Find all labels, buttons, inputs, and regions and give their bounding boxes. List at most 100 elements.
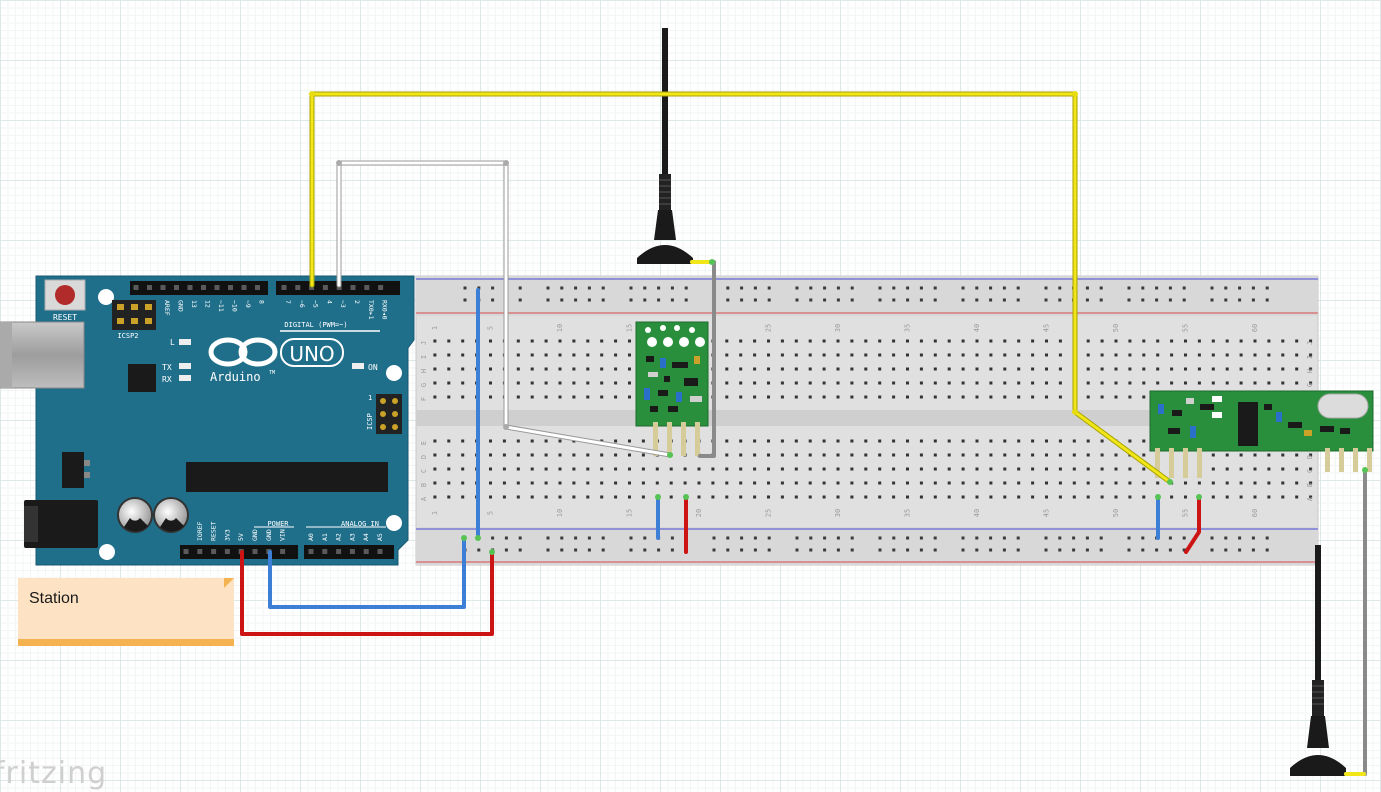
breadboard-hole (1100, 495, 1104, 499)
rail-hole (643, 298, 647, 302)
breadboard-hole (461, 495, 465, 499)
header-socket (228, 285, 233, 290)
wire-red-rx-vcc (1184, 495, 1201, 554)
rail-hole (712, 536, 716, 540)
breadboard-hole (1031, 339, 1035, 343)
breadboard-hole (433, 439, 437, 443)
arduino-logo-icon (208, 337, 278, 367)
breadboard-hole (822, 467, 826, 471)
breadboard-hole (864, 381, 868, 385)
rail-hole (560, 286, 564, 290)
rail-hole (1002, 548, 1006, 552)
breadboard-hole (1295, 381, 1299, 385)
breadboard-hole (836, 495, 840, 499)
rail-hole (753, 536, 757, 540)
breadboard-hole (1045, 481, 1048, 485)
breadboard-hole (767, 495, 770, 499)
rail-hole (1182, 536, 1186, 540)
breadboard-hole (489, 353, 492, 357)
rail-hole (670, 286, 674, 290)
breadboard-hole (1295, 495, 1299, 499)
breadboard-hole (1309, 467, 1313, 471)
column-number: 10 (556, 509, 564, 517)
rail-hole (1099, 298, 1103, 302)
rail-hole (1155, 298, 1159, 302)
breadboard-hole (1309, 367, 1313, 371)
header-socket (322, 285, 328, 290)
breadboard-hole (1170, 339, 1174, 343)
breadboard-hole (725, 395, 729, 399)
rail-hole (518, 548, 522, 552)
breadboard-hole (919, 395, 923, 399)
breadboard-hole (947, 395, 951, 399)
rail-hole (1251, 548, 1255, 552)
power-pin-label: 3V3 (223, 529, 231, 541)
breadboard-hole (1017, 353, 1021, 357)
breadboard-hole (961, 339, 965, 343)
breadboard-hole (1211, 367, 1215, 371)
breadboard-hole (1003, 381, 1007, 385)
row-letter: C (1306, 469, 1314, 473)
rail-hole (961, 298, 965, 302)
station-note[interactable]: Station (18, 578, 234, 646)
rail-hole (892, 548, 896, 552)
breadboard-hole (1017, 495, 1021, 499)
column-number: 1 (431, 326, 439, 330)
breadboard-hole (655, 481, 659, 485)
icsp2-header (112, 300, 156, 330)
breadboard-hole (1100, 339, 1104, 343)
rail-hole (574, 548, 578, 552)
breadboard-hole (1253, 495, 1257, 499)
breadboard-hole (544, 395, 548, 399)
digital-pin-label: ~5 (312, 300, 320, 308)
breadboard-hole (1017, 439, 1021, 443)
rail-hole (1127, 536, 1131, 540)
breadboard-hole (1045, 353, 1048, 357)
breadboard-hole (628, 395, 631, 399)
analog-pin-label: A3 (348, 533, 356, 541)
breadboard-hole (1267, 467, 1271, 471)
breadboard-hole (1295, 453, 1299, 457)
icsp2-label: ICSP2 (117, 332, 138, 340)
breadboard-hole (489, 467, 492, 471)
breadboard-hole (822, 453, 826, 457)
breadboard-hole (961, 439, 965, 443)
breadboard-hole (878, 353, 882, 357)
breadboard-hole (516, 495, 520, 499)
rail-hole (933, 298, 937, 302)
breadboard-hole (628, 481, 631, 485)
breadboard-hole (780, 339, 784, 343)
rail-hole (1058, 286, 1062, 290)
row-letter: H (1306, 369, 1314, 373)
breadboard-hole (753, 453, 757, 457)
rail-hole (933, 548, 937, 552)
breadboard-hole (753, 381, 757, 385)
breadboard-hole (1239, 381, 1243, 385)
breadboard-hole (1225, 453, 1229, 457)
rail-hole (1168, 536, 1172, 540)
breadboard-hole (975, 367, 979, 371)
breadboard-hole (906, 439, 909, 443)
breadboard-hole (975, 495, 979, 499)
rail-hole (823, 548, 827, 552)
breadboard-hole (794, 467, 798, 471)
breadboard-hole (1295, 467, 1299, 471)
breadboard-hole (1045, 439, 1048, 443)
antenna-icon (637, 28, 693, 264)
breadboard-hole (989, 467, 993, 471)
breadboard-hole (489, 381, 492, 385)
breadboard-hole (1031, 481, 1035, 485)
breadboard-hole (1197, 353, 1201, 357)
breadboard-hole (1086, 353, 1090, 357)
breadboard-hole (586, 353, 590, 357)
breadboard-hole (544, 495, 548, 499)
header-socket (322, 549, 328, 554)
breadboard-hole (989, 495, 993, 499)
rail-hole (1058, 298, 1062, 302)
breadboard-hole (544, 467, 548, 471)
breadboard-hole (1309, 481, 1313, 485)
breadboard-hole (1128, 395, 1132, 399)
breadboard-hole (961, 467, 965, 471)
breadboard-hole (1031, 453, 1035, 457)
breadboard-hole (808, 381, 812, 385)
